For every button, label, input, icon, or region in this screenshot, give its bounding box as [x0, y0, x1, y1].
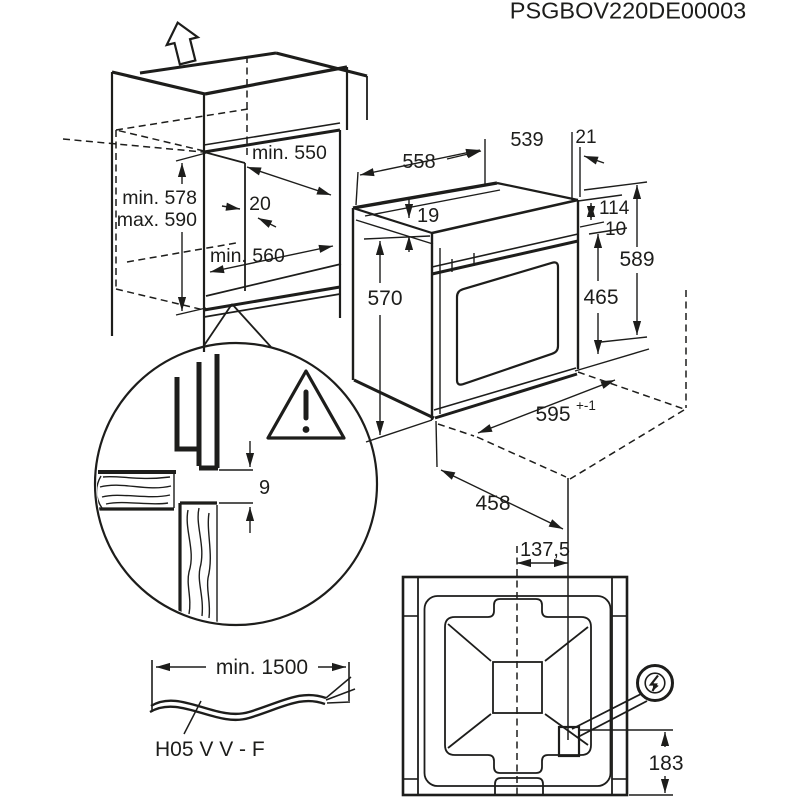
svg-text:min. 1500: min. 1500 — [216, 656, 308, 679]
dim-niche-height: min. 578 max. 590 — [117, 152, 207, 316]
svg-text:min. 578: min. 578 — [122, 187, 197, 209]
dim-front-width-tolerance: +-1 — [576, 398, 596, 413]
cable-line — [150, 693, 327, 715]
svg-text:20: 20 — [249, 193, 271, 215]
warning-triangle-icon — [266, 369, 346, 440]
svg-text:max. 590: max. 590 — [117, 209, 197, 231]
detail-circle: 9 — [93, 303, 379, 627]
svg-text:465: 465 — [583, 286, 618, 309]
dim-rear-gap: 20 — [221, 193, 277, 228]
drawing-code: PSGBOV220DE00003 — [510, 0, 746, 24]
dim-oven-top-lip: 19 — [404, 197, 439, 252]
svg-text:114: 114 — [599, 198, 630, 219]
svg-text:589: 589 — [619, 248, 654, 271]
cable-leader-line — [183, 700, 202, 735]
dim-oven-rear-offset: 21 — [575, 127, 596, 148]
oven-door-window — [455, 261, 560, 386]
dim-mains-offset-vertical: 183 — [579, 729, 684, 796]
electrical-connection-callout — [571, 664, 674, 738]
dim-oven-body-height: 570 — [363, 235, 433, 443]
svg-text:137,5: 137,5 — [520, 539, 570, 561]
oven-drawing: 558 539 21 19 570 114 — [351, 127, 687, 530]
wood-grain — [102, 475, 171, 480]
dim-door-height: 465 — [574, 234, 650, 372]
dim-oven-body-depth: 539 21 — [446, 127, 605, 200]
up-arrow-icon — [164, 20, 201, 66]
svg-text:458: 458 — [475, 492, 510, 515]
dim-clearance: 9 — [219, 441, 270, 533]
svg-text:570: 570 — [367, 287, 402, 310]
svg-text:595: 595 — [535, 403, 570, 426]
rear-view-drawing: 137,5 183 — [401, 478, 684, 798]
mains-terminal-box — [557, 725, 581, 758]
dim-cable-length: min. 1500 — [156, 656, 346, 679]
cabinet-drawing: min. 550 20 min. 560 min. 578 max. 590 — [62, 20, 368, 352]
dim-base-depth: 458 — [435, 420, 564, 530]
svg-text:min. 550: min. 550 — [252, 142, 327, 164]
dim-panel-height: 114 — [577, 194, 630, 228]
svg-text:539: 539 — [510, 129, 543, 151]
dim-niche-depth: min. 550 — [246, 142, 332, 196]
cable-type-label: H05 V V - F — [155, 738, 265, 761]
cable-drawing: min. 1500 H05 V V - F — [149, 656, 356, 761]
svg-text:min. 560: min. 560 — [210, 245, 285, 267]
rear-panel-emboss — [444, 598, 592, 774]
svg-text:9: 9 — [259, 477, 270, 499]
dim-niche-width: min. 560 — [209, 244, 334, 274]
svg-text:183: 183 — [648, 752, 683, 775]
svg-text:10: 10 — [605, 219, 626, 240]
dim-front-width: 595 +-1 — [477, 379, 616, 434]
lightning-bolt-icon — [648, 674, 659, 692]
dim-mains-offset-horizontal: 137,5 — [517, 539, 570, 568]
svg-text:558: 558 — [402, 151, 435, 173]
svg-text:19: 19 — [417, 205, 439, 227]
dim-total-height: 589 — [583, 181, 655, 343]
dim-panel-gap: 10 — [588, 219, 628, 240]
dim-oven-depth: 558 — [355, 148, 481, 206]
